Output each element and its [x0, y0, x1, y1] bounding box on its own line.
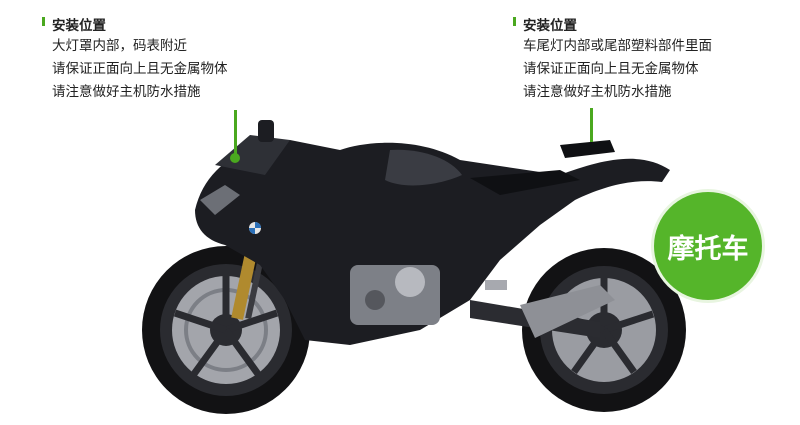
- left-note-line-1: 大灯罩内部，码表附近: [52, 38, 187, 54]
- left-install-note: 安装位置 大灯罩内部，码表附近 请保证正面向上且无金属物体 请注意做好主机防水措…: [42, 17, 228, 104]
- mirror: [258, 120, 274, 142]
- brand-logo: [249, 222, 261, 234]
- engine: [350, 265, 440, 325]
- left-note-line-2: 请保证正面向上且无金属物体: [52, 61, 228, 77]
- motorcycle-badge: 摩托车: [654, 192, 762, 300]
- right-note-line-1: 车尾灯内部或尾部塑料部件里面: [523, 38, 712, 54]
- left-leader-line: [234, 110, 237, 158]
- right-note-title: 安装位置: [523, 18, 577, 34]
- rear-seat: [560, 140, 615, 158]
- right-leader-line: [590, 108, 593, 142]
- motorcycle-body: [195, 140, 670, 345]
- right-install-note: 安装位置 车尾灯内部或尾部塑料部件里面 请保证正面向上且无金属物体 请注意做好主…: [513, 17, 712, 104]
- left-marker-dot: [230, 153, 240, 163]
- right-note-line-3: 请注意做好主机防水措施: [523, 84, 672, 100]
- right-note-line-2: 请保证正面向上且无金属物体: [523, 61, 699, 77]
- left-note-title: 安装位置: [52, 18, 106, 34]
- front-wheel: [142, 246, 310, 414]
- windscreen: [215, 135, 290, 175]
- seat: [470, 170, 580, 195]
- headlight: [200, 185, 240, 215]
- exhaust: [520, 285, 615, 338]
- left-note-line-3: 请注意做好主机防水措施: [52, 84, 201, 100]
